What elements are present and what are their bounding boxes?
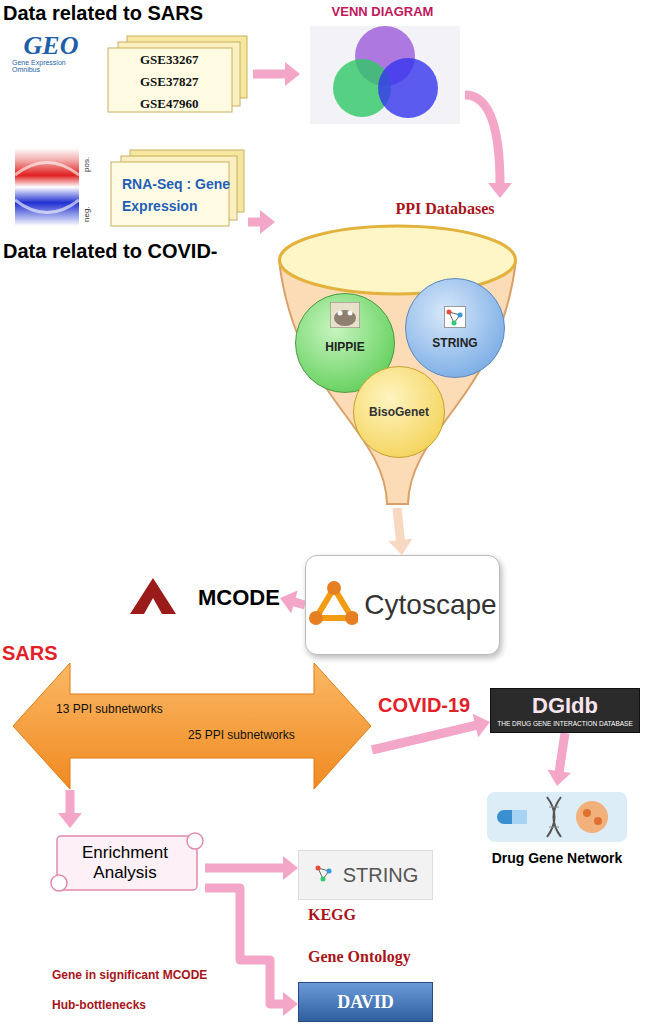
node-text: 25 PPI subnetworks	[188, 728, 295, 742]
node-text: HIPPIE	[325, 340, 364, 354]
enrichment-scroll: Enrichment Analysis	[45, 828, 205, 898]
arrow-shaft	[248, 218, 262, 227]
hippie-circle-icon	[330, 302, 360, 332]
flow-arrow	[205, 888, 298, 1016]
arrow-head	[283, 856, 298, 880]
flow-arrow	[58, 790, 82, 828]
node-text: STRING	[343, 864, 419, 887]
flow-arrow	[248, 210, 275, 234]
text-label: KEGG	[308, 906, 356, 924]
string-circle: STRING	[405, 278, 505, 378]
dgidb-logo: DGIdbTHE DRUG GENE INTERACTION DATABASE	[490, 688, 640, 733]
flow-arrow	[205, 856, 298, 880]
string-logo: STRING	[298, 850, 433, 900]
flow-arrow	[547, 733, 571, 786]
text-label: neg.	[82, 206, 91, 222]
cytoscape-icon	[308, 580, 358, 626]
rnaseq-papers: RNA-Seq : Gene Expression	[108, 148, 248, 230]
string-circle-icon	[444, 306, 466, 332]
flow-arrow	[465, 95, 512, 198]
mcode-logo: MCODE	[130, 575, 280, 621]
text-label: Data related to COVID-	[3, 240, 217, 263]
dataset-papers: GSE33267 GSE37827 GSE47960	[105, 34, 253, 116]
double-arrow-shape	[12, 662, 372, 790]
arrow-head	[283, 992, 298, 1016]
cytoscape-box-icon	[308, 580, 358, 630]
node-text: Enrichment Analysis	[45, 843, 205, 883]
cytoscape-box: Cytoscape	[305, 555, 500, 655]
node-text: Drug Gene Network	[492, 850, 623, 866]
arrow-shaft	[66, 790, 75, 815]
string-icon	[313, 862, 335, 884]
arrow-shaft	[397, 508, 401, 542]
node-text: Gene Expression Omnibus	[12, 59, 90, 73]
text-label: Hub-bottlenecks	[52, 998, 146, 1012]
text-label: Data related to SARS	[3, 2, 203, 25]
node-text: MCODE	[198, 585, 280, 611]
node-text: VENN DIAGRAM	[332, 4, 434, 19]
venn-diagram-shape	[300, 4, 465, 126]
arrow-head	[285, 62, 300, 86]
text-label: SARS	[2, 642, 58, 665]
node-text: DAVID	[337, 992, 394, 1013]
venn-diagram: VENN DIAGRAM	[300, 4, 465, 126]
node-text: RNA-Seq : Gene Expression	[122, 173, 234, 218]
flow-arrow	[388, 508, 412, 555]
arrow-head	[260, 210, 275, 234]
flow-arrow	[372, 714, 490, 750]
node-text: GSE33267 GSE37827 GSE47960	[140, 49, 218, 115]
text-label: pos.	[82, 157, 91, 172]
bisogenet-circle: BisoGenet	[353, 366, 445, 458]
node-text: THE DRUG GENE INTERACTION DATABASE	[497, 720, 633, 727]
arrow-shaft	[372, 725, 477, 750]
arrow-shaft	[559, 733, 565, 773]
node-text: STRING	[432, 336, 477, 350]
arrow-shaft	[205, 888, 285, 1004]
drug-gene-image	[487, 792, 627, 842]
drug-gene-network-icon	[487, 792, 627, 846]
node-text: PPI Databases	[395, 200, 494, 218]
hippo-icon	[330, 302, 360, 328]
arrow-head	[280, 590, 298, 613]
node-text: GEO	[24, 33, 79, 59]
mcode-logo-icon	[130, 578, 176, 618]
arrow-head	[473, 714, 490, 737]
node-text: DGIdb	[532, 695, 598, 717]
string-icon	[444, 306, 466, 328]
double-arrow: 13 PPI subnetworks 25 PPI subnetworks	[12, 662, 372, 790]
arrow-head	[388, 539, 412, 555]
arrow-head	[547, 769, 571, 786]
david-logo: DAVID	[298, 982, 433, 1022]
node-text: BisoGenet	[369, 405, 429, 419]
string-logo-icon	[313, 862, 335, 888]
text-label: Gene in significant MCODE	[52, 968, 207, 982]
text-label: Gene Ontology	[308, 948, 411, 966]
arrow-shaft	[253, 70, 287, 79]
arrow-head	[58, 813, 82, 828]
drug-gene-network: Drug Gene Network	[472, 786, 642, 866]
arrow-shaft	[205, 864, 285, 873]
geo-logo: GEOGene Expression Omnibus	[12, 28, 90, 78]
arrow-head	[488, 183, 512, 198]
arrow-shaft	[465, 95, 500, 185]
mcode-icon	[130, 578, 176, 614]
ppi-funnel: PPI DatabasesHIPPIE STRING BisoGenet	[275, 198, 520, 508]
node-text: 13 PPI subnetworks	[56, 702, 163, 716]
text-label: COVID-19	[378, 694, 470, 717]
flow-arrow	[253, 62, 300, 86]
flow-arrow	[280, 590, 305, 613]
node-text: Cytoscape	[364, 589, 496, 621]
